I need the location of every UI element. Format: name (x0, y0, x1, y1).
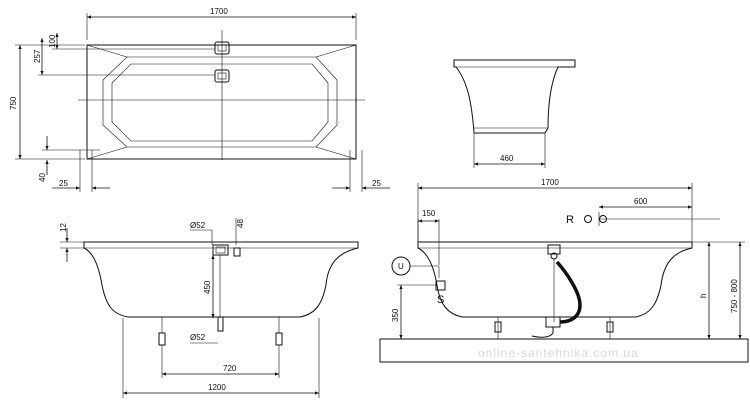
tub-basin-inner (111, 63, 329, 142)
label-u: U (398, 262, 404, 271)
foot-right (275, 317, 283, 346)
dim-rim-height: 12 (59, 223, 68, 232)
dim-rim-offset: 257 (33, 49, 42, 63)
dim-edge-offset: 40 (38, 173, 47, 182)
foot-install-left (494, 317, 502, 339)
dim-drain-height: 350 (391, 308, 400, 322)
siphon (545, 316, 561, 328)
dim-margin-right: 25 (372, 179, 381, 188)
dim-offset-150: 150 (422, 209, 436, 218)
overflow-fitting-install (547, 244, 561, 255)
faucet-r-circle-1 (584, 215, 592, 223)
tub-outline-front (83, 241, 359, 318)
overflow-fitting (212, 244, 229, 256)
foot-left (158, 317, 166, 346)
drain-symbol-top (214, 69, 230, 83)
tub-outline-end (453, 59, 576, 134)
front-view: 12 Ø52 48 450 Ø52 720 1200 (59, 218, 359, 398)
dim-distance-r: 600 (634, 197, 648, 206)
dim-height-range: 750 - 800 (730, 279, 739, 313)
dim-overflow-offset: 48 (236, 219, 245, 228)
label-s: S (437, 294, 444, 306)
faucet-r-circle-2 (599, 215, 607, 223)
label-h: h (699, 294, 708, 298)
dim-base-length: 1200 (208, 383, 226, 392)
tub-outline-top (86, 44, 357, 160)
fitting-s (435, 280, 446, 291)
drain-fitting (217, 316, 224, 332)
dim-drain-diameter: Ø52 (190, 333, 206, 342)
dim-overflow-diameter: Ø52 (190, 221, 206, 230)
dim-drain-depth: 450 (203, 280, 212, 294)
drain-hose (555, 260, 582, 324)
dim-install-length: 1700 (541, 178, 559, 187)
foot-install-right (606, 317, 614, 339)
floor-slab (379, 338, 749, 363)
install-view: online-santehnika.com.ua 1700 600 R (379, 178, 749, 363)
overflow-symbol-top (214, 41, 230, 55)
dim-bottom-width: 460 (500, 154, 514, 163)
end-view: 460 (453, 59, 576, 168)
label-r: R (566, 214, 574, 226)
dim-margin-left: 25 (59, 179, 68, 188)
dim-top-width: 750 (9, 96, 18, 110)
dim-drain-offset: 100 (48, 34, 57, 48)
top-view: 1700 750 257 100 40 25 25 (9, 7, 390, 192)
dim-top-length: 1700 (210, 7, 228, 16)
watermark: online-santehnika.com.ua (478, 346, 639, 360)
dim-foot-spacing: 720 (223, 364, 237, 373)
